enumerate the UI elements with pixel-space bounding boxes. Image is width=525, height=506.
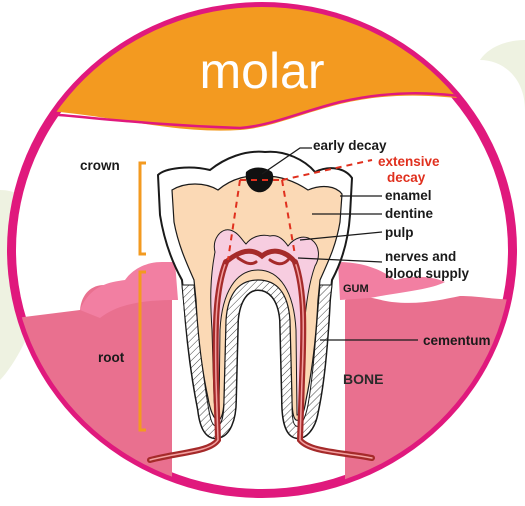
- label-crown: crown: [80, 158, 120, 173]
- label-early-decay: early decay: [313, 138, 387, 153]
- label-extensive-decay-1: extensive: [378, 154, 440, 169]
- label-nerves-1: nerves and: [385, 249, 456, 264]
- label-root: root: [98, 350, 125, 365]
- label-cementum: cementum: [423, 333, 491, 348]
- label-enamel: enamel: [385, 188, 432, 203]
- label-dentine: dentine: [385, 206, 433, 221]
- label-extensive-decay-2: decay: [387, 170, 426, 185]
- label-nerves-2: blood supply: [385, 266, 469, 281]
- title: molar: [199, 43, 324, 99]
- label-gum: GUM: [343, 283, 369, 295]
- label-bone: BONE: [343, 371, 383, 387]
- label-pulp: pulp: [385, 225, 414, 240]
